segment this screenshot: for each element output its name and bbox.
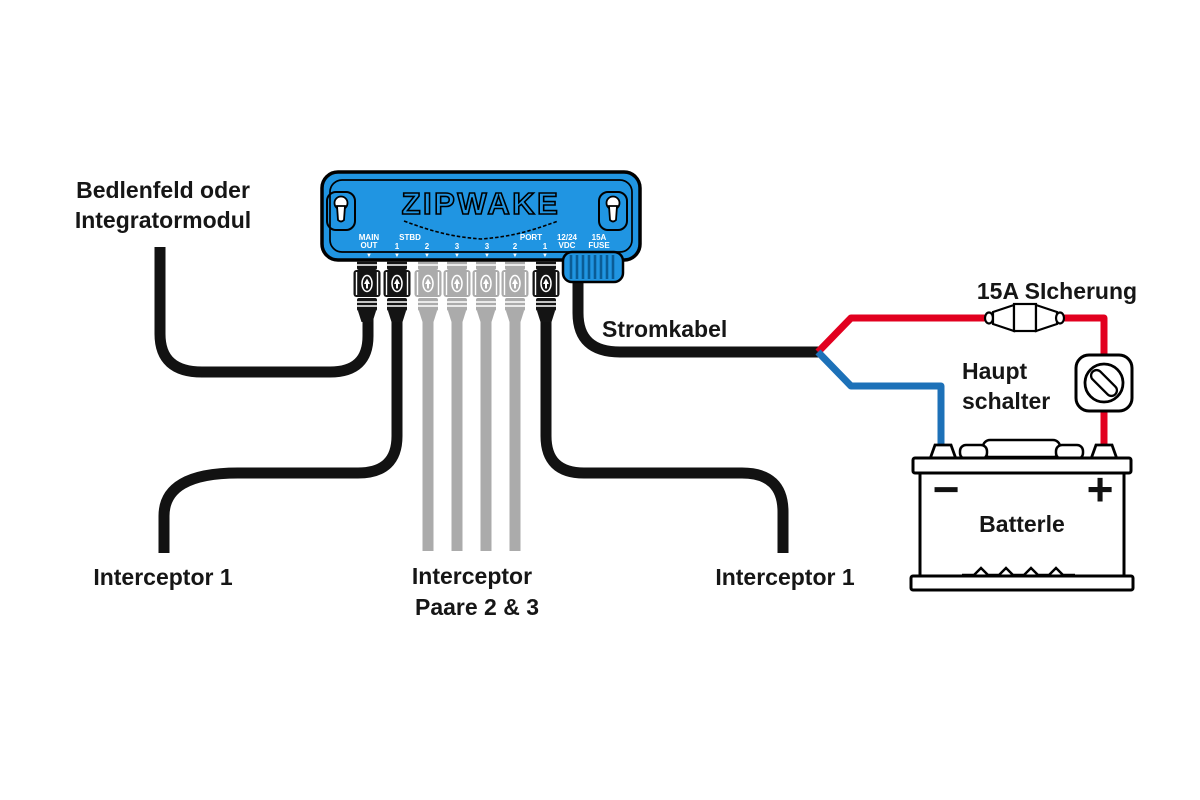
decorative-wave [403,220,559,240]
panel-label-line1: Bedlenfeld oder [76,177,250,203]
connector-plug-port1 [532,257,560,322]
port-arrow-icon: ▼ [484,253,490,259]
interceptor-center-label-line1: Interceptor [412,563,532,589]
interceptor-1-stbd-cable [158,310,403,553]
connector-plug-stbd3 [443,257,471,322]
port-label-vdc-2: VDC [559,241,576,250]
battery-minus-symbol: − [933,463,960,515]
port-arrow-icon: ▼ [454,253,460,259]
port-label-main-2: OUT [361,241,378,250]
battery-plus-symbol: + [1087,463,1114,515]
connector-plug-stbd1 [383,257,411,322]
port-label-fuse-1: 15A [592,233,607,242]
main-switch-label-line1: Haupt [962,358,1028,384]
port-number: 2 [425,242,430,251]
connector-plug-port3 [472,257,500,322]
control-unit-body [320,170,642,262]
port-arrow-icon: ▼ [394,253,400,259]
port-label-row: MAIN OUT STBD PORT 1 2 3 3 2 1 12/24 VDC… [359,233,611,259]
power-cable-label: Stromkabel [602,316,727,342]
battery-body [918,471,1126,578]
battery-handle-center [981,438,1062,459]
diagram-labels: Bedlenfeld oder Integratormodul Stromkab… [75,177,1137,620]
gray-cable-group [422,310,521,551]
panel-cable [154,247,374,378]
battery-label: Batterle [979,511,1065,537]
port-number: 3 [485,242,490,251]
connector-plug-main-out [353,257,381,322]
interceptor-right-label: Interceptor 1 [715,564,855,590]
port-number: 2 [513,242,518,251]
port-number: 1 [395,242,400,251]
port-label-port: PORT [520,233,542,242]
port-label-vdc-1: 12/24 [557,233,578,242]
interceptor-center-label-line2: Paare 2 & 3 [415,594,539,620]
power-cable [572,272,820,358]
main-switch-label-line2: schalter [962,388,1050,414]
zipwake-logo: ZIPWAKE [402,186,561,221]
interceptor-left-label: Interceptor 1 [93,564,233,590]
fuse-icon [983,302,1066,333]
main-switch-icon [1074,353,1134,413]
port-label-main-1: MAIN [359,233,380,242]
connector-plug-stbd2 [414,257,442,322]
battery: − + Batterle [909,438,1135,592]
port-arrow-icon: ▼ [424,253,430,259]
connector-plugs [353,257,560,322]
cable-group [154,247,820,553]
port-number: 3 [455,242,460,251]
port-number: 1 [543,242,548,251]
fuse-label: 15A SIcherung [977,278,1137,304]
connector-plug-port2 [501,257,529,322]
battery-base [909,574,1135,592]
mounting-keyhole-right [598,191,628,231]
negative-wire [815,349,945,458]
port-arrow-icon: ▼ [366,253,372,259]
control-unit-inner-line [329,179,633,253]
control-unit: ZIPWAKE MAIN OUT STBD PORT 1 2 3 3 2 1 1… [320,170,642,262]
port-label-stbd: STBD [399,233,421,242]
port-label-fuse-2: FUSE [588,241,610,250]
interceptor-1-port-cable [540,310,789,553]
power-connector [561,250,625,284]
port-arrow-icon: ▼ [542,253,548,259]
port-arrow-icon: ▼ [512,253,518,259]
panel-label-line2: Integratormodul [75,207,251,233]
mounting-keyhole-left [326,191,356,231]
